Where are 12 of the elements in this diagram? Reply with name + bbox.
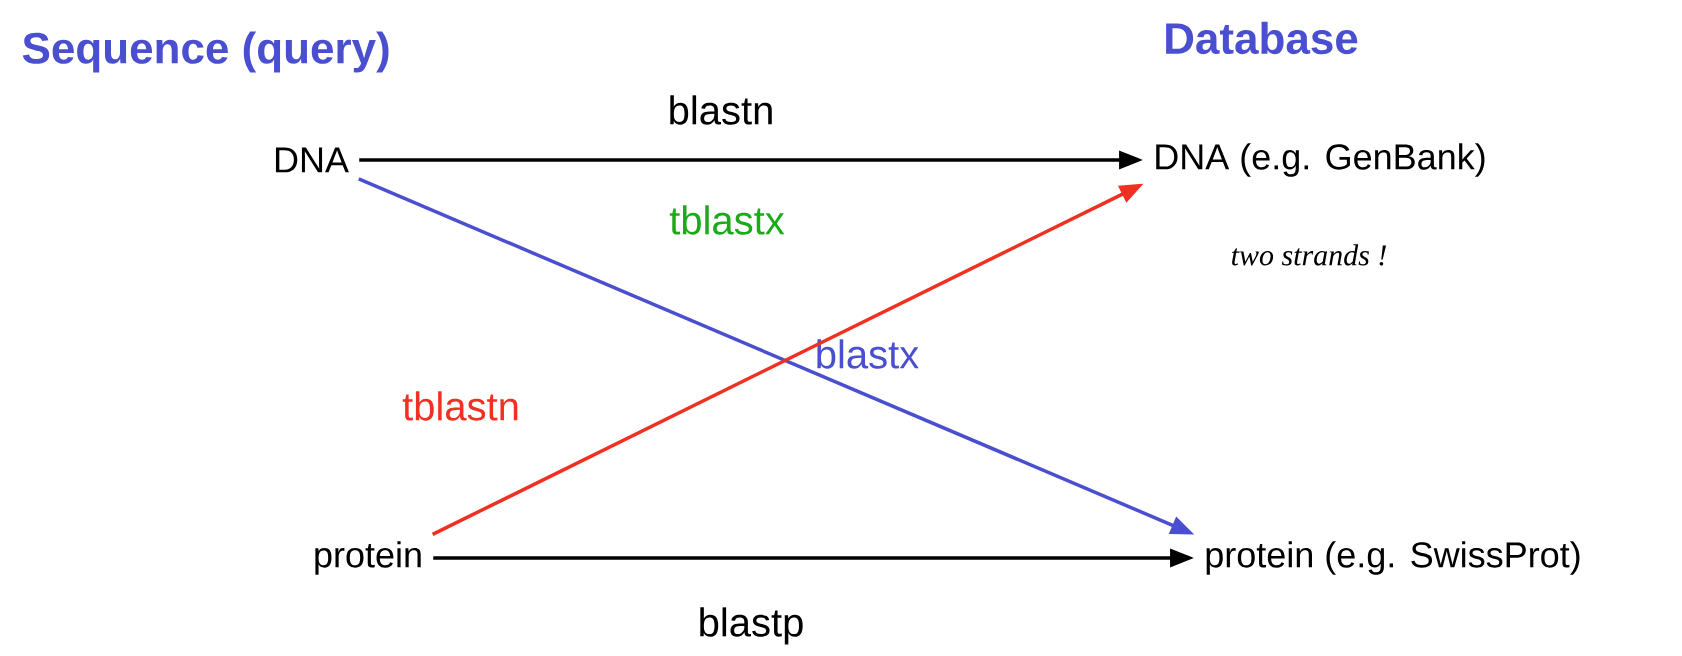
node-label: protein — [315, 541, 421, 575]
column-heading: Sequence (query) — [22, 31, 389, 73]
program-label: tblastx — [669, 205, 785, 235]
node-label: DNA — [275, 147, 349, 173]
edge-label: blastn — [670, 95, 772, 125]
note-text: two strands ! — [1231, 244, 1387, 266]
edge-label: tblastn — [402, 391, 518, 421]
edge-label: blastp — [700, 607, 803, 645]
node-label: DNA (e.g. GenBank) — [1156, 143, 1485, 177]
node-label: protein (e.g. SwissProt) — [1206, 541, 1580, 575]
edge-label: blastx — [817, 339, 919, 369]
column-heading: Database — [1166, 21, 1358, 55]
